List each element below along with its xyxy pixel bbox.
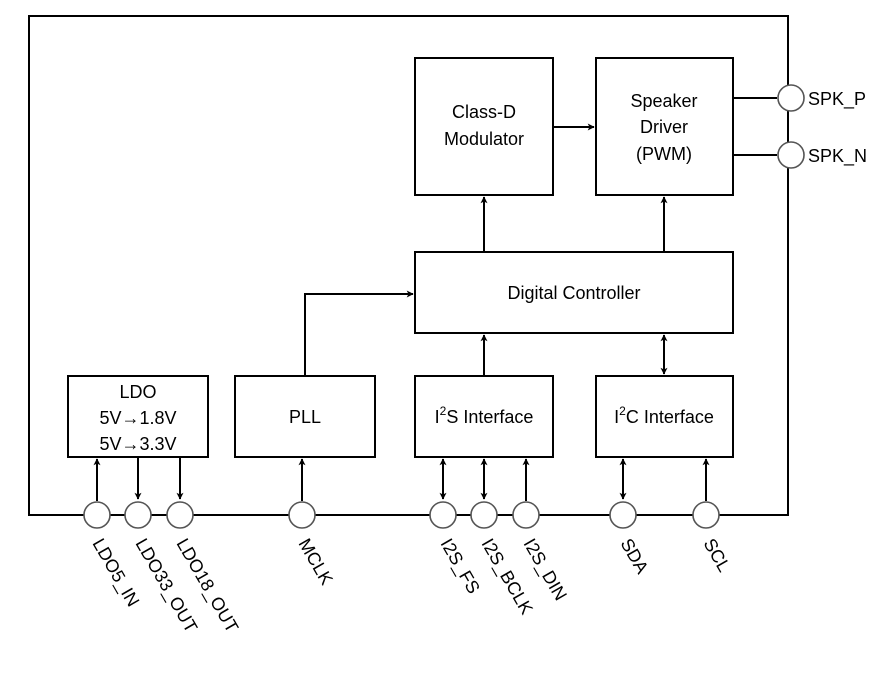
pin-label-mclk: MCLK [295, 535, 337, 588]
block-class-d-modulator[interactable]: Class-D Modulator [414, 57, 554, 196]
block-label: I2C Interface [614, 404, 714, 427]
pin-i2s-bclk[interactable] [470, 501, 498, 529]
pin-label-spk-p: SPK_P [808, 89, 866, 110]
pin-label-scl: SCL [700, 535, 735, 575]
pin-i2s-din[interactable] [512, 501, 540, 529]
pin-scl[interactable] [692, 501, 720, 529]
block-speaker-driver[interactable]: Speaker Driver (PWM) [595, 57, 734, 196]
block-label: Driver [640, 117, 688, 137]
block-i2c-interface[interactable]: I2C Interface [595, 375, 734, 458]
pin-ldo18-out[interactable] [166, 501, 194, 529]
block-ldo[interactable]: LDO 5V→1.8V 5V→3.3V [67, 375, 209, 458]
block-label: Class-D [452, 102, 516, 122]
block-label: (PWM) [636, 144, 692, 164]
pin-spk-p[interactable] [777, 84, 805, 112]
block-digital-controller[interactable]: Digital Controller [414, 251, 734, 334]
pin-sda[interactable] [609, 501, 637, 529]
block-label: I2S Interface [435, 404, 534, 427]
block-label: 5V→3.3V [99, 434, 176, 454]
pin-i2s-fs[interactable] [429, 501, 457, 529]
block-i2s-interface[interactable]: I2S Interface [414, 375, 554, 458]
pin-label-sda: SDA [617, 535, 653, 577]
block-label: PLL [289, 407, 321, 427]
block-label: LDO [119, 382, 156, 402]
block-label: Digital Controller [507, 283, 640, 303]
block-label: Speaker [630, 91, 697, 111]
pin-mclk[interactable] [288, 501, 316, 529]
block-label: Modulator [444, 129, 524, 149]
pin-label-spk-n: SPK_N [808, 146, 867, 167]
block-pll[interactable]: PLL [234, 375, 376, 458]
block-label: 5V→1.8V [99, 408, 176, 428]
pin-label-i2s-fs: I2S_FS [436, 535, 484, 597]
arrow-pll-to-digctl [304, 290, 414, 376]
pin-ldo33-out[interactable] [124, 501, 152, 529]
pin-spk-n[interactable] [777, 141, 805, 169]
pin-ldo5-in[interactable] [83, 501, 111, 529]
